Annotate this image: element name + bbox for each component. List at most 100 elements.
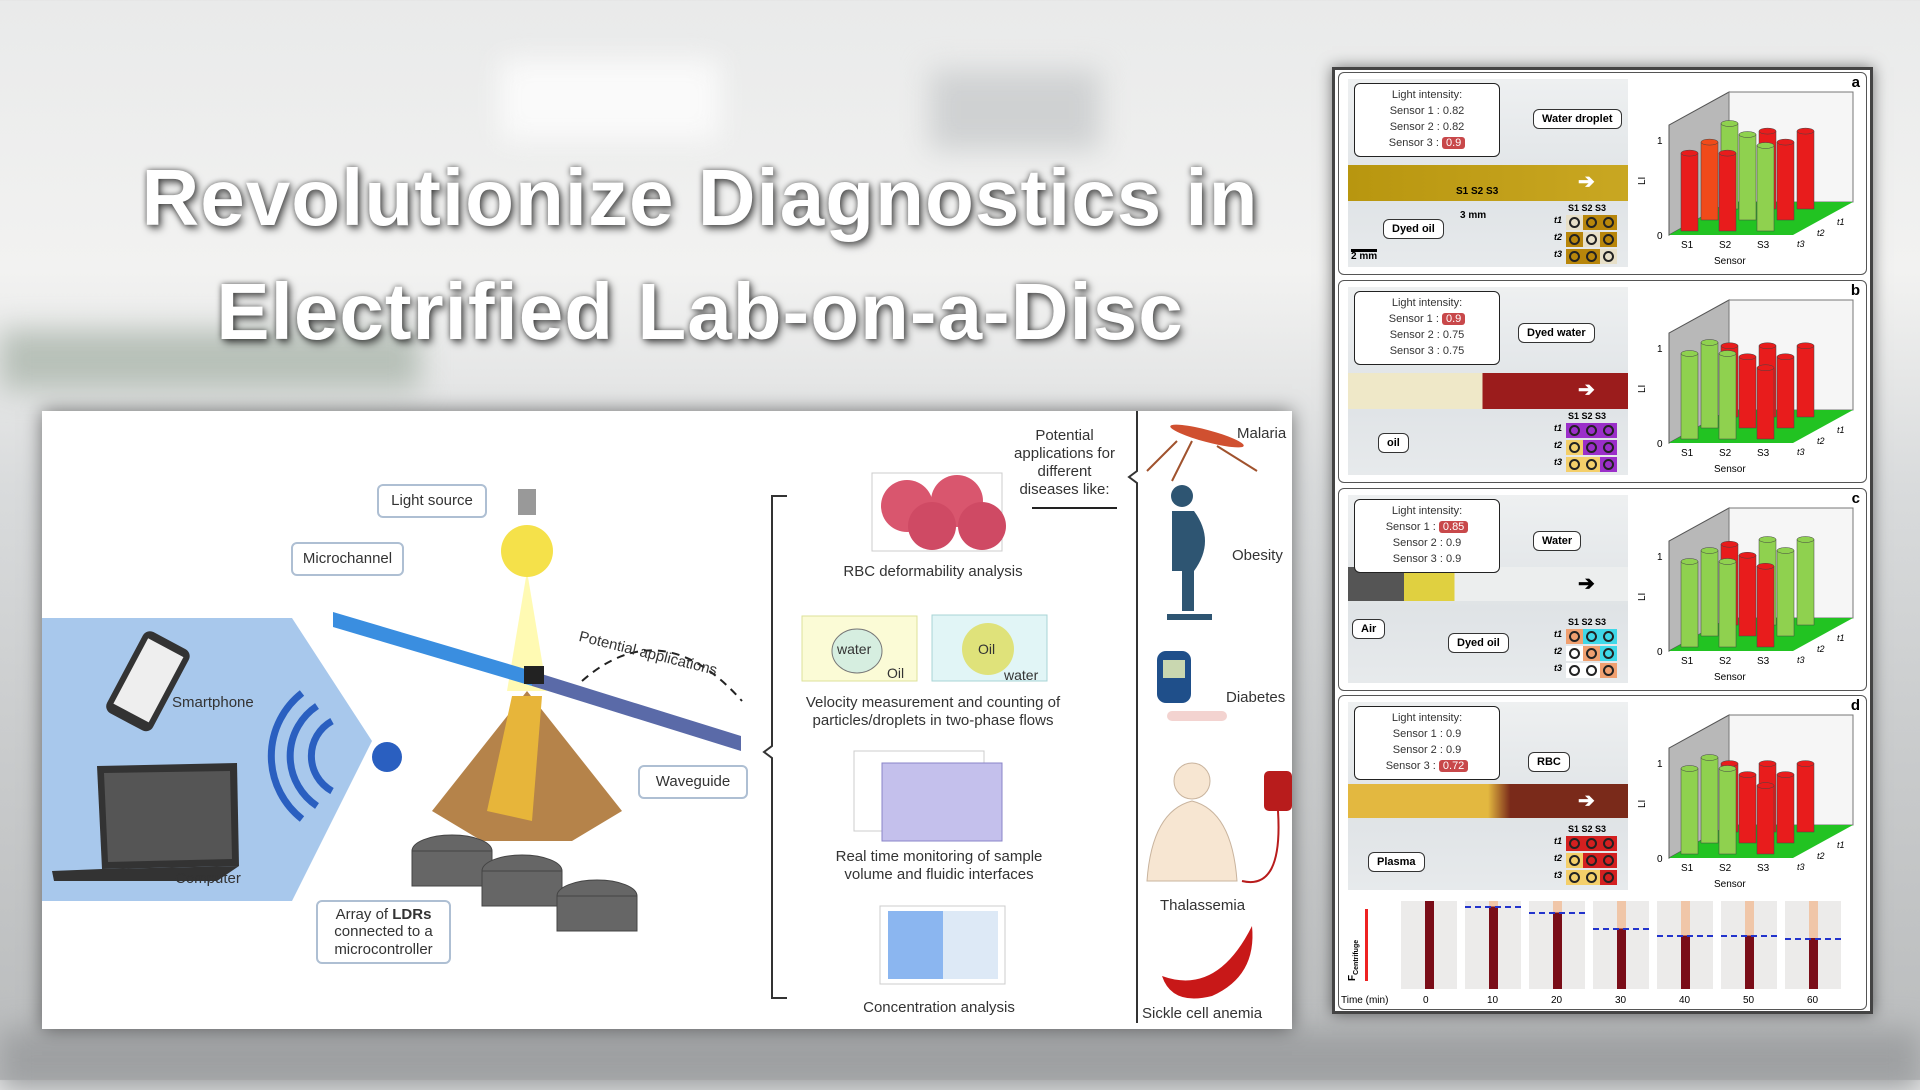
sensor-label: Sensor 3 : <box>1392 553 1446 565</box>
schematic-cell <box>1566 215 1583 230</box>
sensor-reading-1: Sensor 1 : 0.82 <box>1355 103 1499 119</box>
time-label: t2 <box>1554 232 1563 242</box>
depth-tick: t2 <box>1817 851 1825 861</box>
schematic-cell <box>1583 646 1600 661</box>
sensor-label: Sensor 1 : <box>1385 521 1439 533</box>
time-label: t2 <box>1554 646 1563 656</box>
light-bulb-icon <box>501 489 553 577</box>
diseases-bracket <box>1127 411 1138 1023</box>
microchannel-graphic <box>333 612 741 751</box>
rbc-caption: RBC deformability analysis <box>843 563 1023 580</box>
bar-t3-S3 <box>1756 142 1775 232</box>
flow-arrow-icon: ➔ <box>1578 790 1595 812</box>
velocity-caption: Velocity measurement and counting of par… <box>805 694 1061 729</box>
time-tick: 50 <box>1743 995 1755 1006</box>
depth-tick: t3 <box>1797 862 1805 872</box>
sensor-reading-2: Sensor 2 : 0.75 <box>1355 327 1499 343</box>
time-axis-label: Time (min) <box>1341 995 1389 1006</box>
laptop-icon <box>52 763 239 881</box>
concentration-graphic <box>879 905 1006 985</box>
title-line-2: Electrified Lab-on-a-Disc <box>216 267 1184 356</box>
light-source-label: Light source <box>377 484 487 518</box>
light-intensity-title: Light intensity: <box>1391 712 1463 724</box>
bar-t3-S2 <box>1718 558 1737 648</box>
annotation-label: Dyed oil <box>1383 219 1444 239</box>
plasma-interface-line <box>1465 906 1521 909</box>
flow-arrow-icon: ➔ <box>1578 171 1595 193</box>
disease-obesity: Obesity <box>1232 547 1283 564</box>
force-label: FCentrifuge <box>1347 940 1360 981</box>
x-axis-label: Sensor <box>1714 672 1746 683</box>
sensor-reading-1: Sensor 1 : 0.9 <box>1355 726 1499 742</box>
background-ceiling-light <box>500 60 720 140</box>
rbc-cluster-graphic <box>871 472 1006 552</box>
sensor-value: 0.75 <box>1442 345 1465 357</box>
ldr-sensors <box>411 834 638 932</box>
disc-cone <box>432 691 622 841</box>
bar-t1-S3 <box>1796 536 1815 626</box>
bar-t2-S2 <box>1738 552 1757 637</box>
schematic-cell <box>1600 646 1617 661</box>
schematic-cell <box>1583 232 1600 247</box>
x-tick: S2 <box>1719 240 1732 251</box>
sensor-value: 0.82 <box>1442 105 1465 117</box>
schematic-cell <box>1600 249 1617 264</box>
depth-tick: t2 <box>1817 436 1825 446</box>
tube-image-30 <box>1593 901 1649 989</box>
light-cone <box>507 571 547 691</box>
time-tick: 40 <box>1679 995 1691 1006</box>
schematic-cell <box>1600 232 1617 247</box>
x-tick: S1 <box>1681 863 1694 874</box>
force-symbol: F <box>1347 974 1358 981</box>
bar-t2-S1 <box>1700 339 1719 429</box>
person-on-scale-icon <box>1167 485 1212 620</box>
bar-t3-S2 <box>1718 350 1737 440</box>
annotation-label: Plasma <box>1368 852 1425 872</box>
schematic-cell <box>1566 249 1583 264</box>
schematic-header: S1 S2 S3 <box>1568 203 1607 213</box>
time-label: t2 <box>1554 440 1563 450</box>
mosquito-icon <box>1146 424 1258 482</box>
x-tick: S3 <box>1757 240 1770 251</box>
panel-letter: d <box>1850 697 1860 714</box>
volume-monitoring-graphic <box>853 750 1003 842</box>
sensor-reading-3: Sensor 3 : 0.75 <box>1355 343 1499 359</box>
sensor-label: Sensor 1 : <box>1389 105 1443 117</box>
depth-tick: t1 <box>1837 217 1845 227</box>
sickle-cell-icon <box>1162 926 1253 999</box>
time-tick: 10 <box>1487 995 1499 1006</box>
schematic-cell <box>1583 663 1600 678</box>
x-axis-label: Sensor <box>1714 464 1746 475</box>
flow-arrow-icon: ➔ <box>1578 573 1595 595</box>
bar-t2-S1 <box>1700 754 1719 844</box>
x-tick: S3 <box>1757 448 1770 459</box>
plasma-interface-line <box>1657 935 1713 938</box>
schematic-header: S1 S2 S3 <box>1568 617 1607 627</box>
x-tick: S1 <box>1681 656 1694 667</box>
waveguide-label: Waveguide <box>638 765 748 799</box>
sensor-reading-2: Sensor 2 : 0.82 <box>1355 119 1499 135</box>
depth-tick: t1 <box>1837 633 1845 643</box>
bar-t3-S3 <box>1756 782 1775 855</box>
schematic-cell <box>1600 215 1617 230</box>
bar-t3-S3 <box>1756 563 1775 648</box>
sensor-value: 0.9 <box>1441 313 1466 325</box>
smartphone-icon <box>106 631 190 732</box>
water-in-oil-inner: water <box>837 641 872 657</box>
tube-image-60 <box>1785 901 1841 989</box>
disease-thalassemia: Thalassemia <box>1160 897 1246 914</box>
x-tick: S3 <box>1757 656 1770 667</box>
two-phase-flow-graphic <box>801 614 1048 682</box>
y-axis-label: LI <box>1637 593 1648 601</box>
sensor-label: Sensor 1 : <box>1392 728 1446 740</box>
schematic-cell <box>1600 663 1617 678</box>
time-label: t1 <box>1554 836 1563 846</box>
schematic-cell <box>1566 836 1583 851</box>
bar-t3-S2 <box>1718 149 1737 232</box>
disease-sickle-cell-anemia: Sickle cell anemia <box>1142 1005 1263 1022</box>
force-arrow-icon <box>1365 909 1368 981</box>
